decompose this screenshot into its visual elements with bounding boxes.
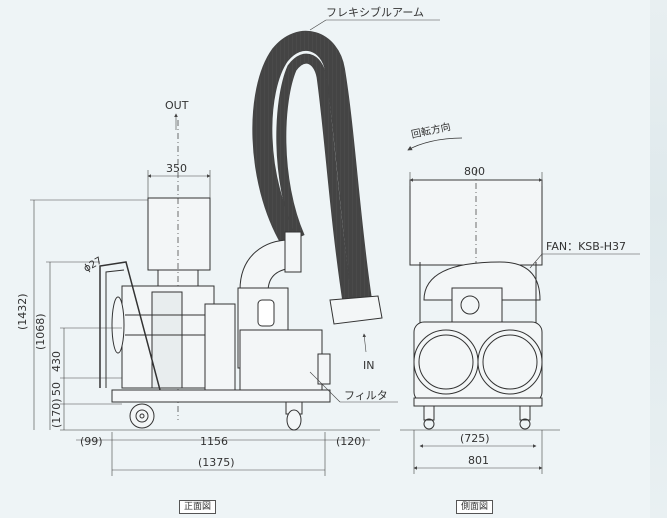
dim-1156: 1156 xyxy=(200,435,228,448)
side-view xyxy=(400,137,560,431)
in-label: IN xyxy=(363,359,374,372)
dim-1068: (1068) xyxy=(34,313,47,350)
dim-430: 430 xyxy=(50,351,63,372)
phi27-label: ϕ27 xyxy=(82,255,104,274)
dim-1375: (1375) xyxy=(198,456,235,469)
flexible-arm xyxy=(252,30,383,325)
side-dimensions xyxy=(309,19,640,474)
front-view xyxy=(60,30,383,431)
dim-725: (725) xyxy=(460,432,490,445)
dim-50: 50 xyxy=(50,382,63,396)
dim-350: 350 xyxy=(166,162,187,175)
side-view-caption: 側面図 xyxy=(456,500,494,514)
out-label: OUT xyxy=(165,99,189,112)
dim-1432: (1432) xyxy=(16,293,29,330)
dim-801: 801 xyxy=(468,454,489,467)
rotation-label: 回転方向 xyxy=(410,120,452,141)
fan-label: FAN：KSB-H37 xyxy=(546,240,626,253)
filter-label: フィルタ xyxy=(344,389,388,402)
dim-800: 800 xyxy=(464,165,485,178)
dim-120: (120) xyxy=(336,435,366,448)
text-labels: フレキシブルアーム OUT IN 回転方向 FAN：KSB-H37 フィルタ ϕ… xyxy=(16,5,626,469)
dim-99: (99) xyxy=(80,435,103,448)
right-edge-band xyxy=(650,0,667,518)
flexible-arm-label: フレキシブルアーム xyxy=(326,5,424,19)
front-dimensions xyxy=(30,113,370,476)
dim-170: (170) xyxy=(50,398,63,428)
front-view-caption: 正面図 xyxy=(179,500,217,514)
